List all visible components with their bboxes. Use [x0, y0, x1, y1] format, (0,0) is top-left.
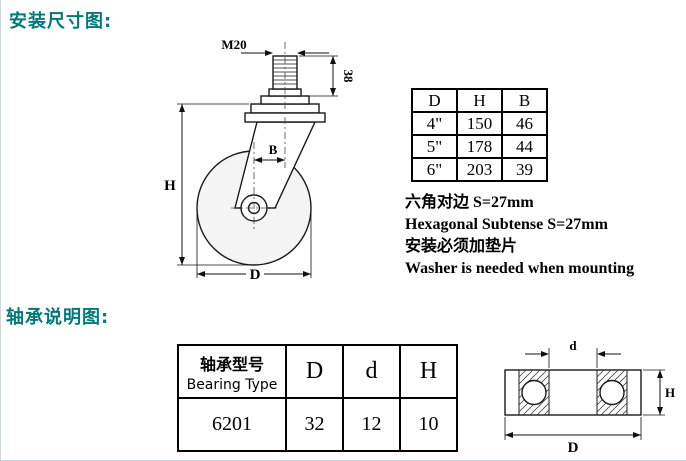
height-label: H [164, 178, 176, 194]
stem-length-label: 38 [341, 70, 356, 84]
inner-diameter-label: d [569, 338, 577, 353]
outer-diameter-label: D [568, 440, 579, 456]
section-title-installation: 安装尺寸图: [9, 11, 113, 32]
offset-dimension: B [254, 142, 285, 163]
bearing-ball [521, 379, 547, 406]
note-line-en-hex: Hexagonal Subtense S=27mm [405, 216, 608, 233]
size-table-row: 4" 150 46 [411, 111, 548, 136]
bearing-table-header-d: D [285, 344, 344, 399]
size-table-header-row: D H B [411, 88, 548, 113]
bearing-table-header-row: 轴承型号 Bearing Type D d H [177, 344, 458, 399]
table-cell: 12 [342, 397, 401, 452]
centerlines [231, 42, 286, 230]
bearing-table-data-row: 6201 32 12 10 [177, 397, 458, 452]
height-dimension: H [164, 103, 252, 266]
bearing-section-left [518, 369, 550, 416]
note-line-cn-washer: 安装必须加垫片 [405, 238, 518, 255]
table-cell: 5" [411, 134, 458, 159]
table-cell: 6" [411, 157, 458, 182]
bearing-type-header-cell: 轴承型号 Bearing Type [177, 344, 287, 399]
size-table-row: 5" 178 44 [411, 134, 548, 159]
size-table-row: 6" 203 39 [411, 157, 548, 182]
table-cell: 44 [501, 134, 548, 159]
diameter-label: D [250, 267, 261, 283]
note-line-cn-hex: 六角对边 S=27mm [405, 194, 534, 211]
note-line-en-washer: Washer is needed when mounting [405, 260, 635, 277]
bearing-table: 轴承型号 Bearing Type D d H 6201 32 12 10 [177, 344, 458, 452]
bearing-model-cell: 6201 [177, 397, 287, 452]
diameter-dimension: D [196, 210, 312, 283]
table-cell: 178 [456, 134, 503, 159]
stem-length-dimension: 38 [299, 55, 356, 97]
size-table-header-h: H [456, 88, 503, 113]
table-cell: 39 [501, 157, 548, 182]
caster-diagram: M20 38 B H [164, 38, 356, 283]
thread-size-label: M20 [221, 38, 246, 52]
thread-dimension: M20 [221, 38, 329, 56]
section-title-bearing: 轴承说明图: [6, 307, 110, 328]
offset-label: B [269, 142, 278, 157]
outer-diameter-dimension: D [504, 417, 642, 456]
table-cell: 32 [285, 397, 344, 452]
bearing-diagram: d H D [504, 338, 675, 456]
bearing-section-right [596, 369, 628, 416]
bearing-height-dimension: H [643, 369, 675, 416]
table-cell: 150 [456, 111, 503, 136]
size-table-header-b: B [501, 88, 548, 113]
table-cell: 4" [411, 111, 458, 136]
inner-diameter-dimension: d [525, 338, 621, 368]
table-cell: 203 [456, 157, 503, 182]
bearing-height-label: H [665, 385, 675, 400]
bearing-type-header-en: Bearing Type [186, 376, 278, 393]
table-cell: 10 [399, 397, 458, 452]
size-table: D H B 4" 150 46 5" 178 44 6" 203 39 [411, 88, 548, 182]
bearing-type-header-cn: 轴承型号 [199, 354, 264, 374]
bearing-table-header-h: H [399, 344, 458, 399]
bearing-ball [599, 379, 625, 406]
table-cell: 46 [501, 111, 548, 136]
size-table-header-d: D [411, 88, 458, 113]
mounting-notes: 六角对边 S=27mm Hexagonal Subtense S=27mm 安装… [405, 192, 634, 280]
bearing-table-header-d-small: d [342, 344, 401, 399]
